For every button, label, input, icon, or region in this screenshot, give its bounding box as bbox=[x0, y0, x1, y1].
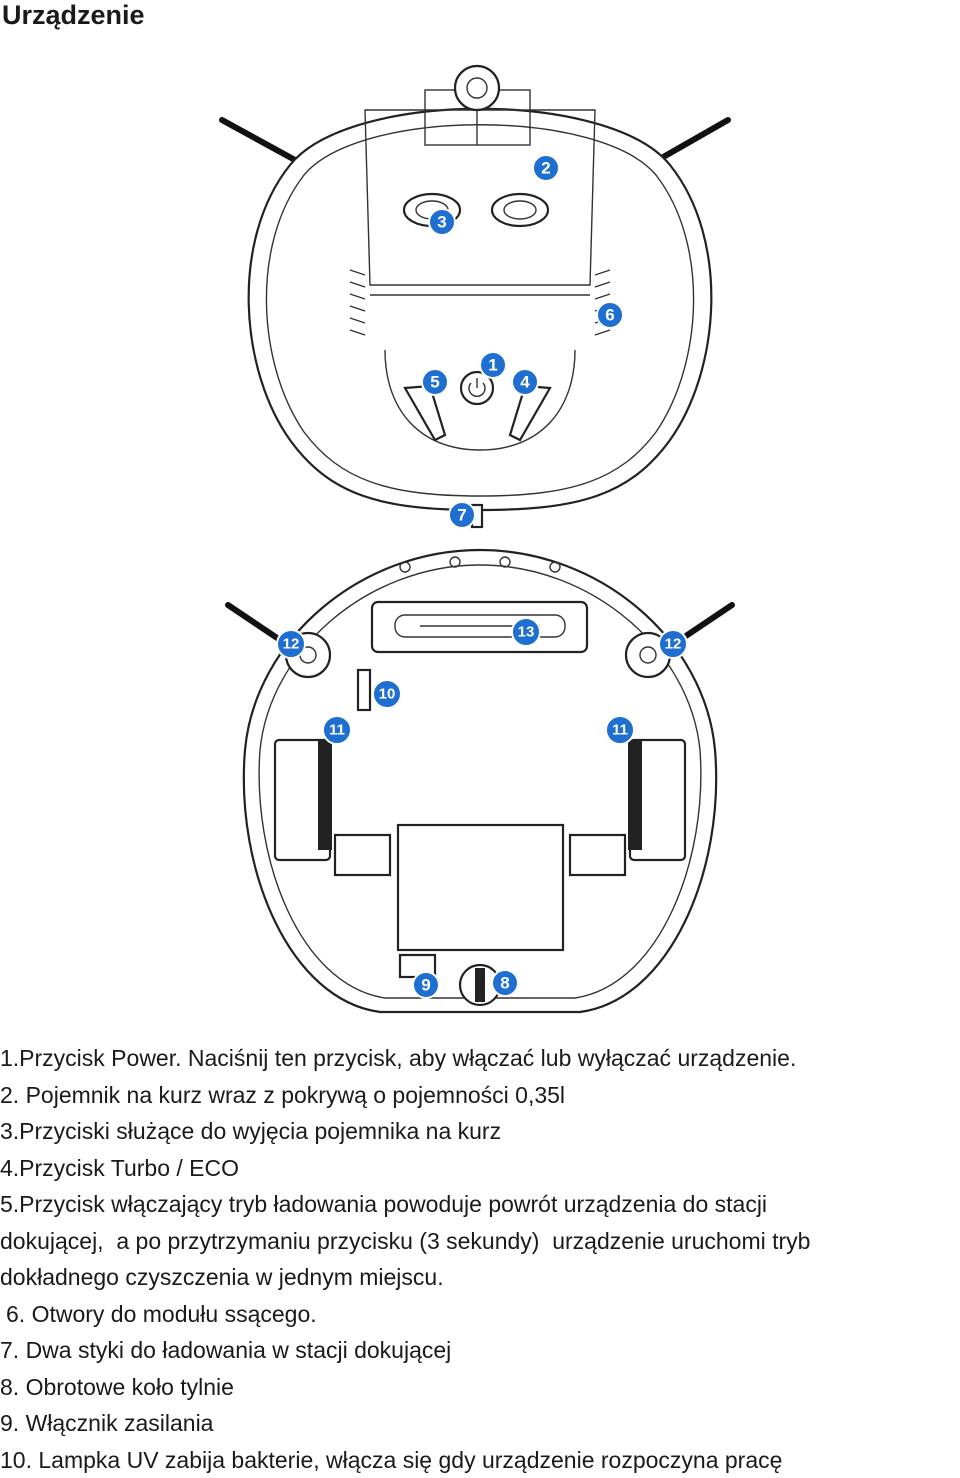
device-diagram: 1 2 3 4 5 6 7 8 9 10 11 bbox=[200, 50, 760, 1030]
callout-10: 10 bbox=[373, 680, 401, 708]
svg-text:7: 7 bbox=[457, 506, 466, 525]
callout-5: 5 bbox=[422, 369, 448, 395]
legend-item: 1.Przycisk Power. Naciśnij ten przycisk,… bbox=[0, 1040, 960, 1077]
top-view bbox=[222, 66, 728, 527]
svg-text:8: 8 bbox=[500, 974, 509, 993]
callout-6: 6 bbox=[597, 302, 623, 328]
motor-right bbox=[570, 835, 625, 875]
legend-item: 10. Lampka UV zabija bakterie, włącza si… bbox=[0, 1442, 960, 1478]
svg-text:5: 5 bbox=[430, 373, 439, 392]
svg-text:9: 9 bbox=[421, 976, 430, 995]
svg-text:6: 6 bbox=[605, 306, 614, 325]
callout-2: 2 bbox=[533, 155, 559, 181]
legend-item: 6. Otwory do modułu ssącego. bbox=[0, 1296, 960, 1333]
callout-8: 8 bbox=[492, 970, 518, 996]
bottom-view bbox=[228, 550, 732, 1012]
callout-9: 9 bbox=[413, 972, 439, 998]
callout-12-left: 12 bbox=[277, 630, 305, 658]
svg-text:13: 13 bbox=[518, 624, 535, 641]
svg-text:10: 10 bbox=[379, 686, 396, 703]
legend-item: 8. Obrotowe koło tylnie bbox=[0, 1369, 960, 1406]
callout-12-right: 12 bbox=[659, 630, 687, 658]
motor-left bbox=[335, 835, 390, 875]
svg-text:11: 11 bbox=[612, 722, 628, 739]
legend-item: dokującej, a po przytrzymaniu przycisku … bbox=[0, 1223, 960, 1260]
callout-7: 7 bbox=[449, 502, 475, 528]
side-brush-left bbox=[222, 120, 295, 160]
device-illustration: 1 2 3 4 5 6 7 8 9 10 11 bbox=[200, 50, 760, 1030]
release-button-right bbox=[492, 194, 548, 226]
callout-11-left: 11 bbox=[323, 716, 351, 744]
svg-text:3: 3 bbox=[437, 213, 446, 232]
battery-cover bbox=[398, 825, 563, 950]
svg-text:12: 12 bbox=[665, 636, 682, 653]
svg-text:12: 12 bbox=[283, 636, 300, 653]
legend-item: 9. Włącznik zasilania bbox=[0, 1405, 960, 1442]
svg-text:1: 1 bbox=[488, 356, 497, 375]
callout-4: 4 bbox=[512, 369, 538, 395]
uv-lamp bbox=[358, 670, 370, 710]
callout-3: 3 bbox=[429, 209, 455, 235]
suction-opening bbox=[372, 602, 587, 652]
callout-13: 13 bbox=[512, 618, 540, 646]
legend-item: 2. Pojemnik na kurz wraz z pokrywą o poj… bbox=[0, 1077, 960, 1114]
top-front-wheel bbox=[455, 66, 499, 110]
side-brush-right bbox=[658, 120, 728, 160]
legend-item: 5.Przycisk włączający tryb ładowania pow… bbox=[0, 1186, 960, 1223]
callout-11-right: 11 bbox=[606, 716, 634, 744]
legend-item: 3.Przyciski służące do wyjęcia pojemnika… bbox=[0, 1113, 960, 1150]
callout-1: 1 bbox=[480, 352, 506, 378]
svg-text:11: 11 bbox=[329, 722, 345, 739]
legend-item: 4.Przycisk Turbo / ECO bbox=[0, 1150, 960, 1187]
legend: 1.Przycisk Power. Naciśnij ten przycisk,… bbox=[0, 1040, 960, 1478]
page-title: Urządzenie bbox=[2, 0, 145, 30]
svg-text:2: 2 bbox=[541, 159, 550, 178]
legend-item: 7. Dwa styki do ładowania w stacji dokuj… bbox=[0, 1332, 960, 1369]
svg-text:4: 4 bbox=[520, 373, 530, 392]
legend-item: dokładnego czyszczenia w jednym miejscu. bbox=[0, 1259, 960, 1296]
